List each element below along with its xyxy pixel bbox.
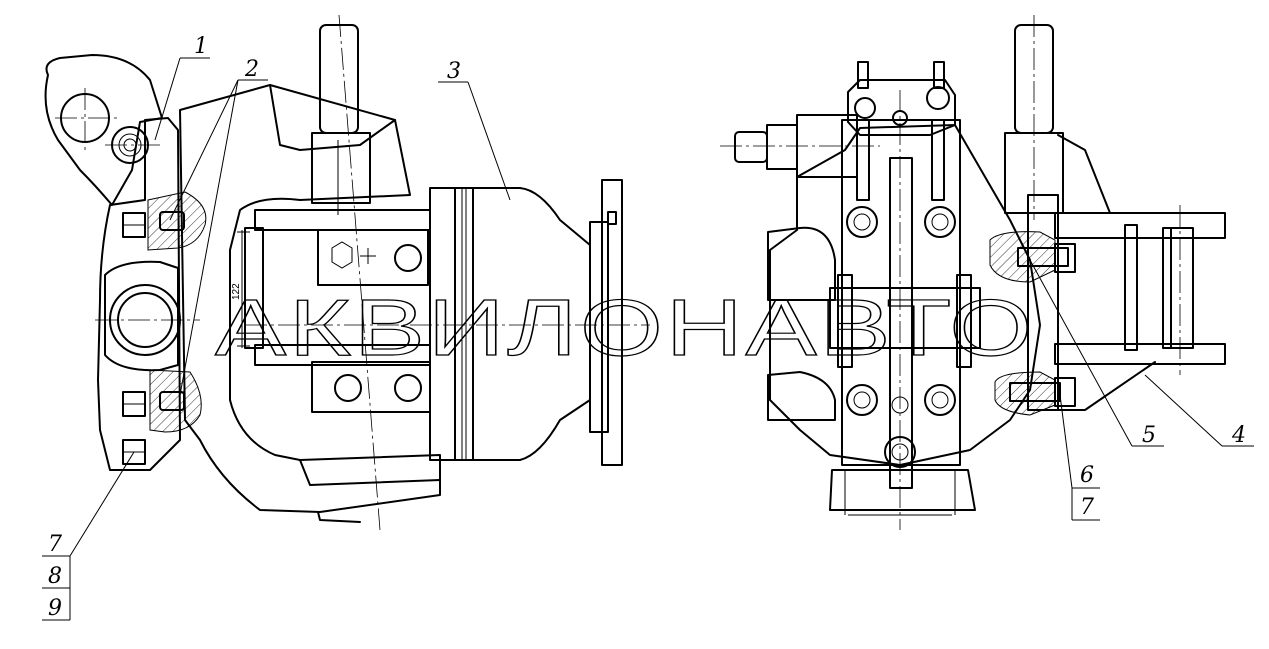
callout-1: 1 xyxy=(194,34,208,59)
callout-7-right: 7 xyxy=(1080,495,1094,520)
callout-6: 6 xyxy=(1080,463,1094,488)
dimension-122-label: 122 xyxy=(231,283,242,300)
callout-8: 8 xyxy=(48,564,62,589)
callout-3: 3 xyxy=(447,59,461,84)
callout-5: 5 xyxy=(1142,423,1156,448)
callout-4: 4 xyxy=(1231,423,1246,448)
callout-leaders xyxy=(42,57,1254,621)
callout-7-left: 7 xyxy=(48,532,62,557)
right-view xyxy=(720,15,1226,530)
callout-9: 9 xyxy=(48,596,62,621)
callout-2: 2 xyxy=(244,57,259,82)
watermark-text: АКВИЛОНАВТО xyxy=(215,283,1035,372)
left-view: 122 xyxy=(44,14,650,531)
